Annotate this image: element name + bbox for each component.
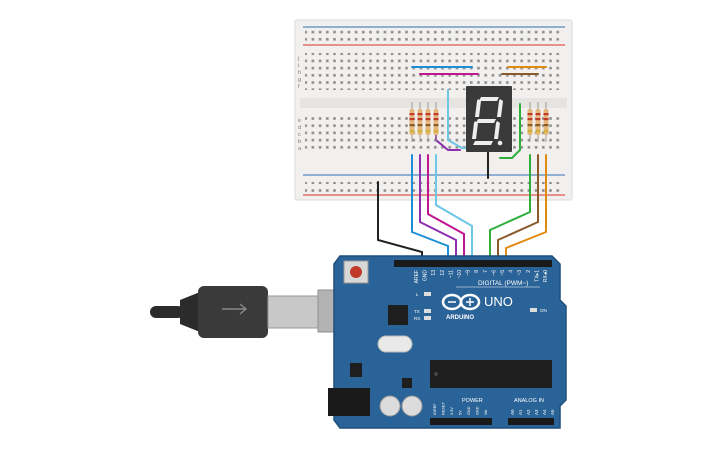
model-label: UNO: [484, 294, 513, 309]
digital-pin-label: RX◂0: [543, 270, 549, 282]
resistor-right-3[interactable]: [543, 102, 549, 142]
usb-plug-body: [198, 286, 268, 338]
resistor-right-1[interactable]: [527, 102, 533, 142]
reset-button[interactable]: [350, 266, 362, 278]
resistor-group-left[interactable]: [409, 102, 439, 142]
power-pin-label: GND: [476, 406, 480, 415]
led-label-l: L: [416, 292, 419, 297]
digital-pin-label: 7: [483, 270, 489, 273]
digital-pin-label: ~6: [491, 270, 497, 276]
row-letter: e: [298, 118, 301, 124]
display-digit: [472, 97, 503, 146]
power-header: [430, 418, 492, 425]
power-label: POWER: [462, 398, 483, 404]
digital-pin-label: AREF: [414, 270, 420, 283]
power-jack[interactable]: [328, 388, 370, 416]
bottom-rail-holes-2: [305, 186, 563, 192]
analog-header: [508, 418, 554, 425]
top-rail-holes-1: [305, 29, 563, 35]
power-pin-label: Vin: [484, 410, 488, 415]
row-letter: b: [298, 139, 301, 145]
jumper-wire-green[interactable]: [499, 103, 521, 159]
bottom-rail-holes-1: [305, 178, 563, 184]
row-letter: a: [298, 146, 302, 152]
arduino-logo-icon: [441, 293, 481, 311]
small-component: [402, 378, 412, 388]
analog-label: ANALOG IN: [514, 398, 544, 404]
power-pin-label: 5V: [459, 410, 463, 415]
brand-label: ARDUINO: [446, 315, 474, 321]
digital-pin-label: 8: [474, 270, 480, 273]
seven-segment-display[interactable]: 8.: [0, 0, 512, 152]
digital-pin-label: ~11: [448, 270, 454, 278]
analog-pin-label: A0: [510, 409, 515, 415]
row-letter: c: [298, 132, 301, 138]
usb-symbol-icon: [222, 303, 248, 315]
power-pin-label: RESET: [442, 402, 446, 415]
resistor-left-4[interactable]: [433, 102, 439, 142]
capacitor-1: [379, 395, 401, 417]
row-letter: i: [298, 63, 299, 69]
digital-pin-label: ~10: [457, 270, 463, 279]
row-letter: h: [298, 70, 301, 76]
analog-pin-label: A3: [534, 409, 539, 415]
wire-pin-brown[interactable]: [497, 154, 539, 263]
led-l-indicator: [424, 292, 431, 296]
resistor-left-1[interactable]: [409, 102, 415, 142]
wire-pin-blue[interactable]: [411, 154, 449, 263]
resistor-group-right[interactable]: [527, 102, 549, 142]
led-label-rx: RX: [414, 316, 420, 321]
wire-pin-purple[interactable]: [419, 154, 457, 263]
analog-pin-label: A1: [518, 409, 523, 415]
digital-label: DIGITAL (PWM~): [478, 280, 528, 287]
wire-pin-lightblue[interactable]: [435, 154, 473, 263]
atmega-microcontroller: [430, 360, 552, 388]
chip-notch: [434, 372, 438, 376]
analog-pin-label: A5: [550, 409, 555, 415]
resistor-right-2[interactable]: [535, 102, 541, 142]
center-channel: [300, 98, 567, 108]
top-rail-holes-2: [305, 37, 563, 43]
digital-pin-label: ~3: [517, 270, 523, 276]
digital-header: [394, 260, 552, 267]
usb-strain-relief: [180, 292, 200, 332]
resistor-left-3[interactable]: [425, 102, 431, 142]
usb-interface-chip: [388, 305, 408, 325]
analog-pin-label: A2: [526, 409, 531, 415]
digital-pin-label: ~5: [500, 270, 506, 276]
led-label-tx: TX: [414, 309, 420, 314]
row-letter: j: [297, 56, 299, 62]
power-pin-label: 3.3V: [450, 407, 454, 415]
digital-pin-label: ~9: [466, 270, 472, 276]
digital-pin-label: 12: [440, 270, 446, 276]
digital-pin-label: 13: [431, 270, 437, 276]
digital-pin-label: GND: [423, 270, 429, 282]
wire-pin-magenta[interactable]: [427, 154, 465, 263]
crystal-oscillator: [377, 335, 413, 353]
led-tx-indicator: [424, 309, 431, 313]
power-pin-label: IOREF: [433, 403, 437, 415]
analog-pin-label: A4: [542, 409, 547, 415]
on-label: ON: [540, 308, 547, 313]
on-led-indicator: [530, 308, 537, 312]
power-pin-label: GND: [467, 406, 471, 415]
wire-pin-green[interactable]: [489, 154, 531, 263]
top-terminal-holes: [305, 53, 563, 90]
digital-pin-label: TX▸1: [534, 270, 540, 282]
voltage-regulator: [350, 363, 362, 377]
led-rx-indicator: [424, 316, 431, 320]
digital-pin-label: 4: [509, 270, 515, 273]
capacitor-2: [401, 395, 423, 417]
row-letter: d: [298, 125, 301, 131]
wire-pin-orange[interactable]: [505, 154, 547, 263]
resistor-left-2[interactable]: [417, 102, 423, 142]
row-letter: g: [298, 77, 301, 83]
digital-pin-label: 2: [526, 270, 532, 273]
usb-cable-wire: [150, 306, 184, 318]
row-letter: f: [298, 84, 300, 90]
usb-b-connector: [267, 295, 319, 329]
